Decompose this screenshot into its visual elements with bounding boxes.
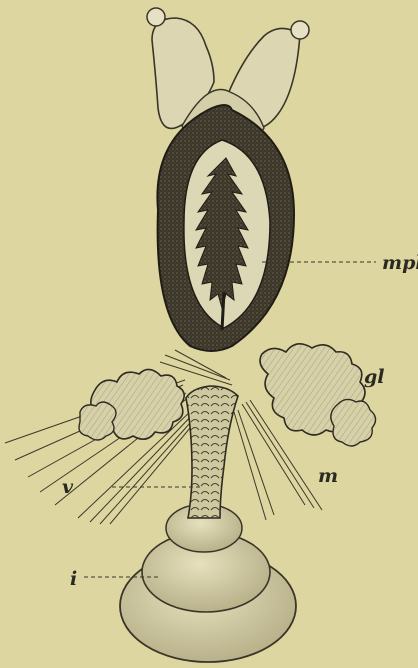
gland-right (260, 344, 376, 446)
gland-left (79, 369, 184, 440)
label-mph: mph (382, 254, 418, 273)
label-m: m (318, 467, 338, 486)
intestine-bulb (120, 504, 296, 662)
label-gl: gl (364, 368, 385, 387)
label-v: v (62, 478, 73, 497)
label-i: i (70, 570, 77, 589)
ventricle-stalk (186, 386, 238, 518)
